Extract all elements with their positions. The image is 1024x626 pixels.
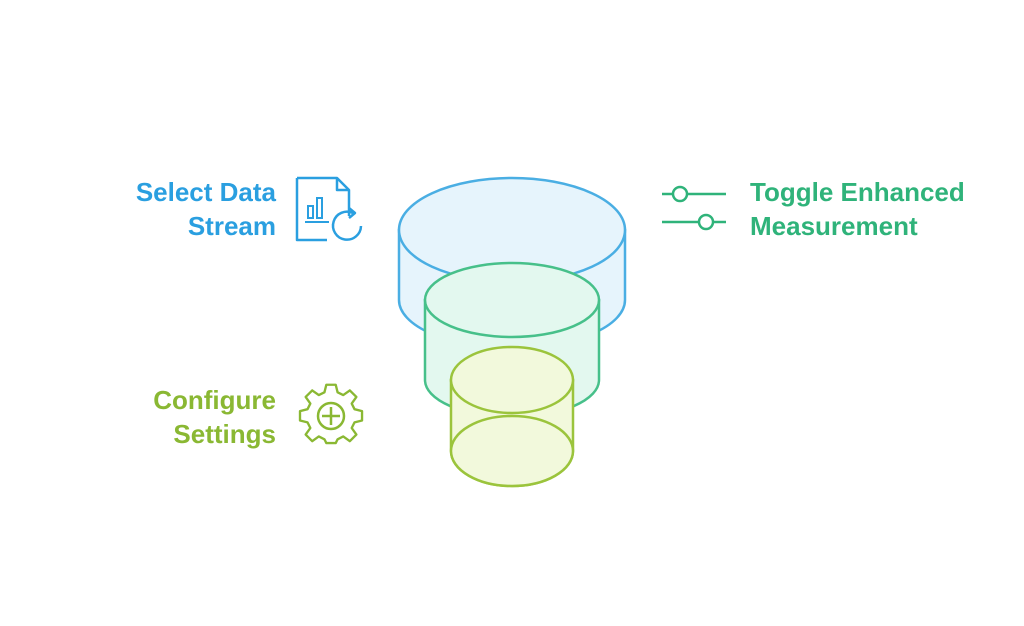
step-label-line2: Measurement: [750, 211, 918, 241]
step-label-line1: Select Data: [135, 177, 276, 207]
toggle-sliders-icon: [660, 180, 730, 241]
step-label-line1: Toggle Enhanced: [750, 177, 965, 207]
gear-icon: [298, 383, 364, 454]
step-label-select-data-stream: Select Data Stream: [60, 175, 276, 243]
chart-document-refresh-icon: [293, 174, 367, 251]
funnel-layer-bottom: [449, 345, 575, 488]
step-label-line2: Settings: [173, 419, 276, 449]
step-label-line1: Configure: [153, 385, 276, 415]
step-label-line2: Stream: [187, 211, 276, 241]
step-label-toggle-enhanced-measurement: Toggle Enhanced Measurement: [750, 175, 1010, 243]
step-label-configure-settings: Configure Settings: [60, 383, 276, 451]
